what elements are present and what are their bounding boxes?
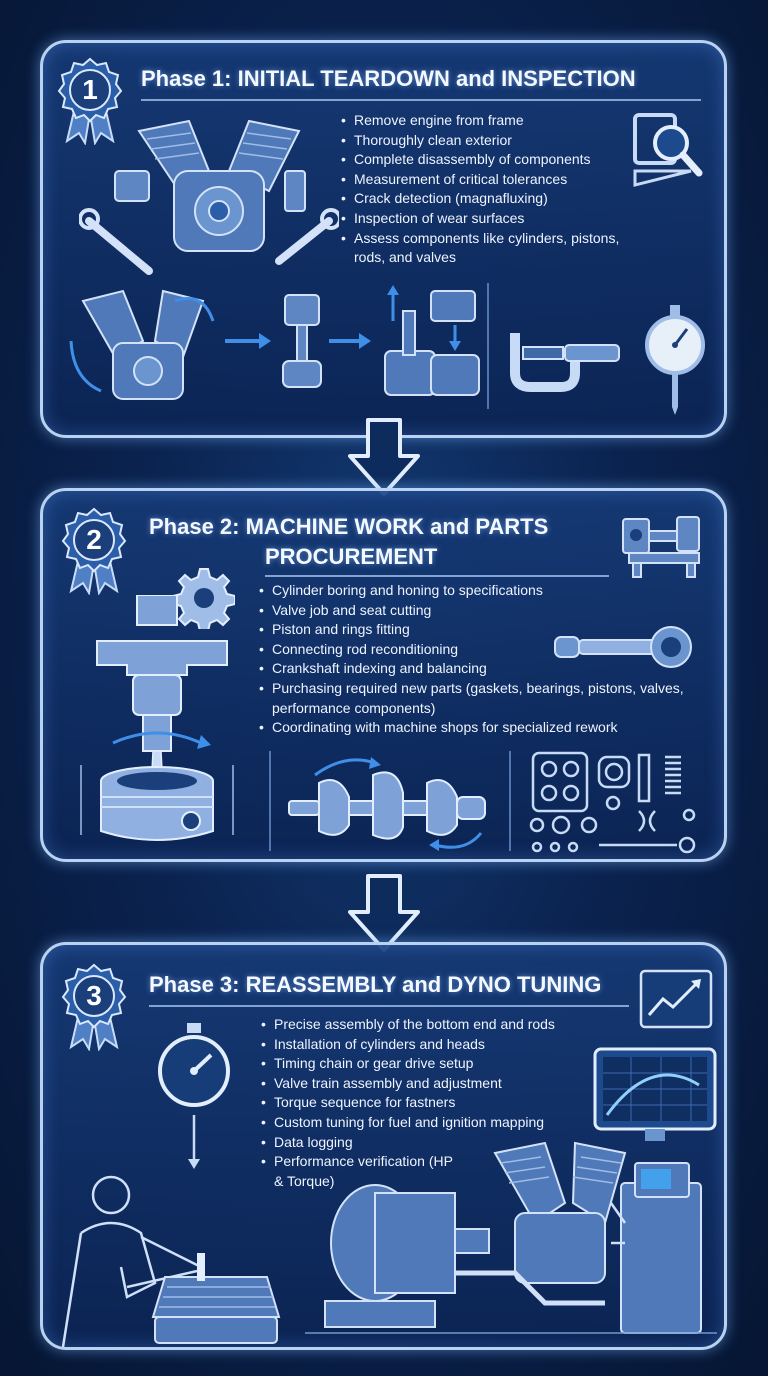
list-item: Valve job and seat cutting <box>259 601 699 621</box>
phase-1-badge-icon: 1 <box>57 57 123 145</box>
phase-2-title-rule <box>265 575 609 577</box>
crankshaft-icon <box>288 757 486 851</box>
parts-kit-icon <box>529 751 696 854</box>
phase-2-badge-icon: 2 <box>61 507 127 595</box>
chart-trend-icon <box>639 969 713 1029</box>
v-twin-engine-icon <box>79 119 339 275</box>
teardown-sequence-illustration <box>69 285 480 400</box>
list-item: Inspection of wear surfaces <box>341 209 631 229</box>
phase-3-title-rule <box>149 1005 629 1007</box>
phase-1-title-rule <box>141 99 701 101</box>
phase-3-number: 3 <box>86 980 102 1011</box>
phase-3-title: Phase 3: REASSEMBLY and DYNO TUNING <box>149 972 602 997</box>
list-item: Cylinder boring and honing to specificat… <box>259 581 699 601</box>
list-item: Measurement of critical tolerances <box>341 170 631 190</box>
phase-1-panel: 1 Phase 1: INITIAL TEARDOWN and INSPECTI… <box>40 40 727 438</box>
dial-gauge-icon <box>645 305 705 415</box>
phase-3-bullet-list: Precise assembly of the bottom end and r… <box>261 1015 621 1191</box>
connecting-rod-icon <box>554 626 692 668</box>
flow-down-arrow-icon <box>348 874 420 952</box>
lathe-icon <box>622 516 700 578</box>
phase-2-bullet-list: Cylinder boring and honing to specificat… <box>259 581 699 738</box>
flow-down-arrow-icon <box>348 418 420 496</box>
mechanic-icon <box>61 1175 281 1347</box>
list-item: Data logging <box>261 1133 621 1153</box>
list-item: Connecting rod reconditioning <box>259 640 699 660</box>
gear-icon <box>173 568 235 629</box>
dyno-monitor-icon <box>593 1047 717 1141</box>
list-item: Custom tuning for fuel and ignition mapp… <box>261 1113 621 1133</box>
list-item: Purchasing required new parts (gaskets, … <box>259 679 699 718</box>
list-item: Torque sequence for fastners <box>261 1093 621 1113</box>
list-item: Installation of cylinders and heads <box>261 1035 621 1055</box>
phase-1-number: 1 <box>82 74 98 105</box>
phase-3-panel: 3 Phase 3: REASSEMBLY and DYNO TUNING Pr… <box>40 942 727 1350</box>
list-item: Piston and rings fitting <box>259 620 699 640</box>
list-item: Precise assembly of the bottom end and r… <box>261 1015 621 1035</box>
list-item: Timing chain or gear drive setup <box>261 1054 621 1074</box>
list-item: Coordinating with machine shops for spec… <box>259 718 699 738</box>
phase-2-panel: 2 Phase 2: MACHINE WORK and PARTS PROCUR… <box>40 488 727 862</box>
magnifier-square-icon <box>633 113 703 187</box>
micrometer-icon <box>510 333 620 392</box>
list-item: Valve train assembly and adjustment <box>261 1074 621 1094</box>
list-item: Thoroughly clean exterior <box>341 131 631 151</box>
boring-drill-icon <box>80 595 234 841</box>
list-item: Assess components like cylinders, piston… <box>341 229 631 268</box>
phase-1-divider <box>487 283 489 409</box>
phase-2-divider-b <box>509 751 511 851</box>
phase-2-title-line2: PROCUREMENT <box>265 544 438 569</box>
list-item: Crankshaft indexing and balancing <box>259 659 699 679</box>
list-item: Complete disassembly of components <box>341 150 631 170</box>
phase-1-title: Phase 1: INITIAL TEARDOWN and INSPECTION <box>141 66 636 91</box>
list-item: Remove engine from frame <box>341 111 631 131</box>
phase-2-number: 2 <box>86 524 102 555</box>
list-item: Crack detection (magnafluxing) <box>341 189 631 209</box>
phase-1-bullet-list: Remove engine from frame Thoroughly clea… <box>341 111 631 268</box>
phase-3-badge-icon: 3 <box>61 963 127 1051</box>
phase-2-title-line1: Phase 2: MACHINE WORK and PARTS <box>149 514 549 539</box>
phase-2-divider-a <box>269 751 271 851</box>
dyno-rig-icon <box>305 1141 717 1334</box>
stopwatch-icon <box>158 1023 230 1169</box>
list-item: Performance verification (HP & Torque) <box>261 1152 464 1191</box>
